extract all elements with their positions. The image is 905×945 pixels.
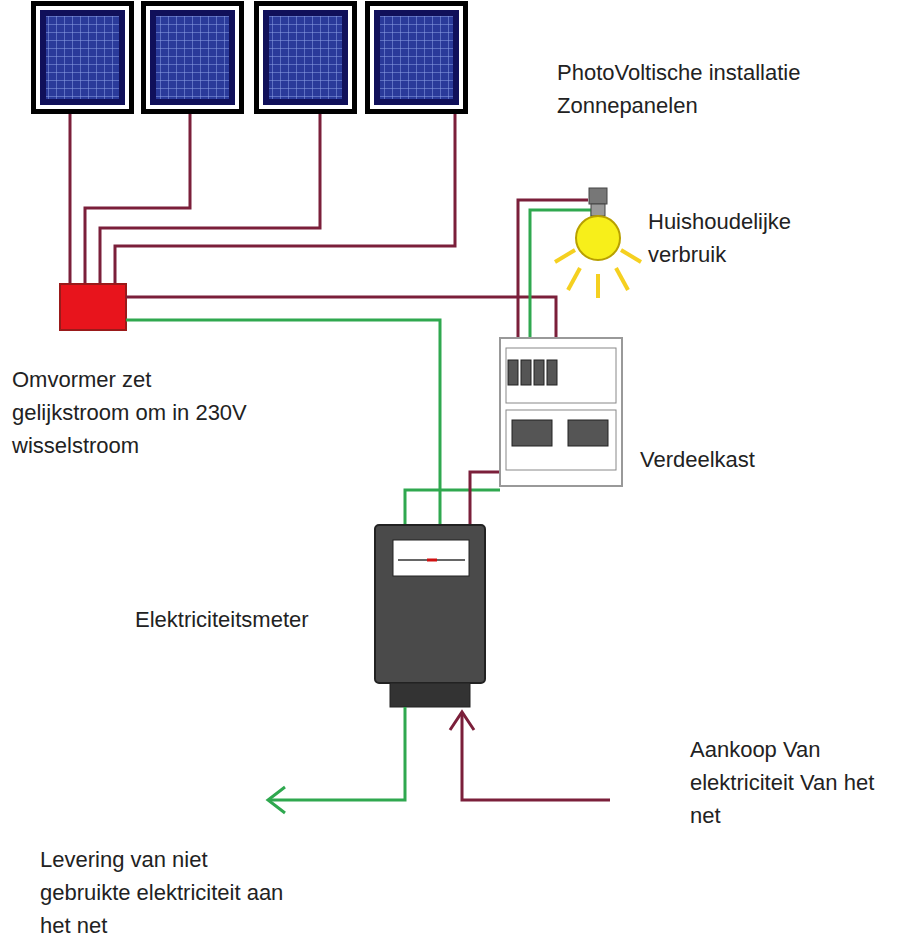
inverter-label: Omvormer zet gelijkstroom om in 230V wis… [12, 363, 250, 462]
inverter [60, 284, 126, 330]
distribution-label: Verdeelkast [640, 443, 800, 476]
meter-label: Elektriciteitsmeter [135, 603, 355, 636]
lamp-label: Huishoudelijke verbruik [648, 205, 828, 271]
grid-wires [268, 707, 610, 813]
dc-wires [70, 114, 455, 284]
lamp [555, 188, 641, 298]
delivery-label: Levering van niet gebruikte elektricitei… [40, 843, 284, 942]
distribution-box [500, 338, 622, 486]
purchase-label: Aankoop Van elektriciteit Van het net [690, 733, 880, 832]
electricity-meter [375, 525, 485, 707]
solar-panels [31, 1, 468, 114]
panel-label: PhotoVoltische installatie Zonnepanelen [557, 56, 857, 122]
